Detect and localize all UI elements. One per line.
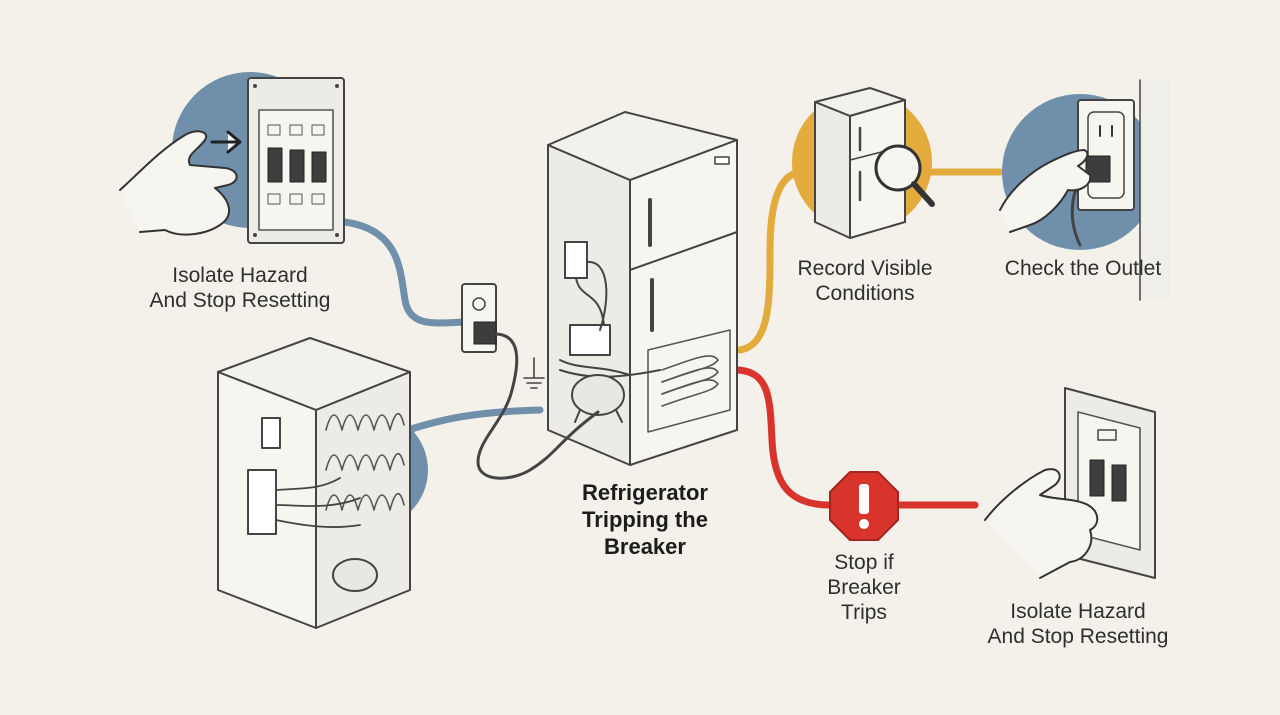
stop-sign-icon	[829, 471, 899, 541]
step-label-line: Isolate Hazard	[1010, 600, 1146, 623]
compressor-icon	[571, 374, 625, 423]
step-label-line: And Stop Resetting	[987, 625, 1169, 648]
step-label-line: Trips	[841, 601, 887, 624]
main-fridge-illustration	[547, 111, 738, 466]
hand-icon	[984, 468, 1099, 579]
isolate-hazard-bottom-illustration	[984, 387, 1156, 579]
record-conditions-illustration	[792, 87, 935, 239]
check-outlet-illustration	[999, 79, 1170, 301]
power-cord	[476, 332, 600, 480]
fridge-cutaway-icon	[217, 337, 428, 629]
wall-outlet-illustration	[461, 283, 600, 480]
step-label-record: Record Visible Conditions	[780, 256, 950, 306]
step-label-isolate-bottom: Isolate Hazard And Stop Resetting	[972, 599, 1184, 649]
step-label-line: Conditions	[815, 282, 915, 305]
step-label-line: Record Visible	[797, 257, 933, 280]
step-label-line: Check the Outlet	[1004, 257, 1162, 280]
isolate-hazard-top-illustration	[119, 72, 345, 244]
plug-icon	[473, 321, 497, 345]
connector-blue-top	[341, 218, 474, 327]
connector-gold	[736, 168, 1004, 354]
step-label-line: Stop if	[834, 551, 894, 574]
page-title: Refrigerator Tripping the Breaker	[560, 479, 730, 560]
step-label-line: Breaker	[827, 576, 901, 599]
magnifier-icon	[874, 144, 935, 207]
hand-icon	[119, 130, 238, 236]
wiring-harness	[559, 241, 661, 378]
step-label-line: And Stop Resetting	[149, 289, 331, 312]
fridge-front	[629, 139, 738, 466]
hand-icon	[999, 149, 1092, 233]
fridge-side-panel	[547, 144, 631, 466]
breaker-panel-icon	[247, 77, 345, 244]
connector-red	[734, 366, 979, 509]
step-label-line: Isolate Hazard	[172, 264, 308, 287]
connector-blue-bottom	[404, 406, 544, 434]
ground-symbol-icon	[523, 357, 545, 389]
title-line: Breaker	[604, 534, 686, 559]
step-label-outlet: Check the Outlet	[990, 256, 1176, 281]
arrow-icon	[210, 130, 242, 154]
title-line: Tripping the	[582, 507, 708, 532]
evaporator-coil	[661, 355, 719, 407]
step-label-isolate-top: Isolate Hazard And Stop Resetting	[140, 263, 340, 313]
title-line: Refrigerator	[582, 480, 708, 505]
step-label-stop: Stop if Breaker Trips	[804, 550, 924, 625]
